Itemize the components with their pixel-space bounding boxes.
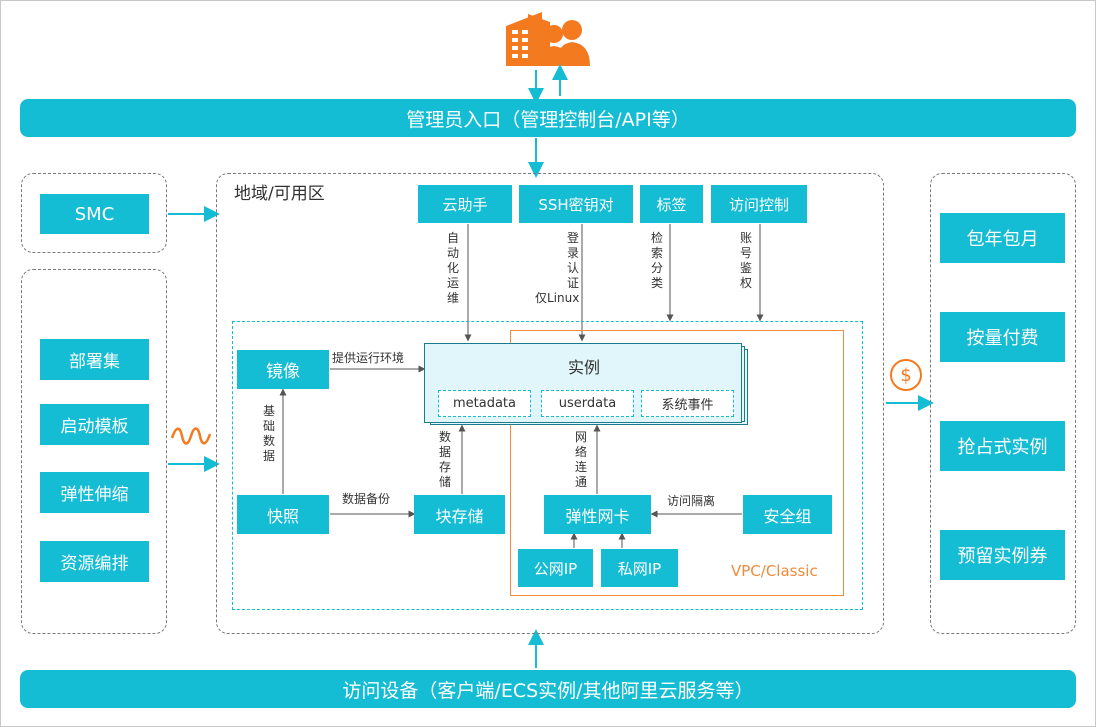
vpc-area [510, 330, 844, 596]
auto-scaling-box: 弹性伸缩 [40, 472, 149, 513]
enterprise-users-icon [502, 8, 594, 68]
ssh-keypair-note: 登录认证 [566, 231, 579, 290]
cloud-assistant-box: 云助手 [418, 185, 512, 223]
resource-orchestration-box: 资源编排 [40, 541, 149, 582]
wave-icon [170, 424, 212, 448]
dollar-icon: $ [889, 358, 923, 392]
userdata-box: userdata [541, 390, 634, 417]
launch-template-box: 启动模板 [40, 404, 149, 445]
vpc-label: VPC/Classic [731, 562, 818, 580]
region-zone-container [216, 173, 884, 634]
metadata-box: metadata [438, 390, 531, 417]
smc-box: SMC [40, 194, 149, 234]
deployment-set-box: 部署集 [40, 339, 149, 380]
network-note: 网络连通 [574, 430, 587, 489]
pay-as-you-go-box: 按量付费 [940, 312, 1065, 362]
reserved-instance-box: 预留实例券 [940, 530, 1065, 580]
subscription-box: 包年包月 [940, 213, 1065, 263]
instance-box: 实例 metadata userdata 系统事件 [424, 343, 742, 423]
left-services-group [21, 269, 167, 634]
backup-note: 数据备份 [342, 492, 391, 506]
eni-box: 弹性网卡 [544, 495, 651, 534]
isolation-note: 访问隔离 [667, 494, 716, 508]
access-control-note: 账号鉴权 [739, 231, 752, 290]
snapshot-note: 基础数据 [262, 404, 275, 463]
public-ip-box: 公网IP [518, 549, 593, 587]
storage-note: 数据存储 [438, 430, 451, 489]
tag-note: 检索分类 [650, 231, 663, 290]
block-storage-box: 块存储 [414, 495, 505, 534]
svg-text:$: $ [900, 365, 911, 386]
private-ip-box: 私网IP [601, 549, 678, 587]
instance-title: 实例 [567, 358, 600, 377]
admin-entry-bar: 管理员入口（管理控制台/API等） [20, 99, 1076, 137]
compute-area [232, 321, 863, 610]
image-note: 提供运行环境 [332, 351, 405, 365]
security-group-box: 安全组 [743, 495, 832, 534]
billing-group [930, 173, 1076, 634]
cloud-assistant-note: 自动化运维 [446, 231, 459, 305]
image-box: 镜像 [237, 350, 329, 389]
access-device-bar: 访问设备（客户端/ECS实例/其他阿里云服务等） [20, 670, 1076, 708]
access-control-box: 访问控制 [711, 185, 807, 223]
snapshot-box: 快照 [237, 495, 329, 534]
ssh-linux-note: 仅Linux [535, 291, 580, 305]
tag-box: 标签 [640, 185, 703, 223]
region-title: 地域/可用区 [234, 184, 325, 204]
preemptible-instance-box: 抢占式实例 [940, 421, 1065, 471]
system-events-box: 系统事件 [641, 390, 734, 417]
smc-group [21, 173, 167, 253]
ssh-keypair-box: SSH密钥对 [519, 185, 633, 223]
